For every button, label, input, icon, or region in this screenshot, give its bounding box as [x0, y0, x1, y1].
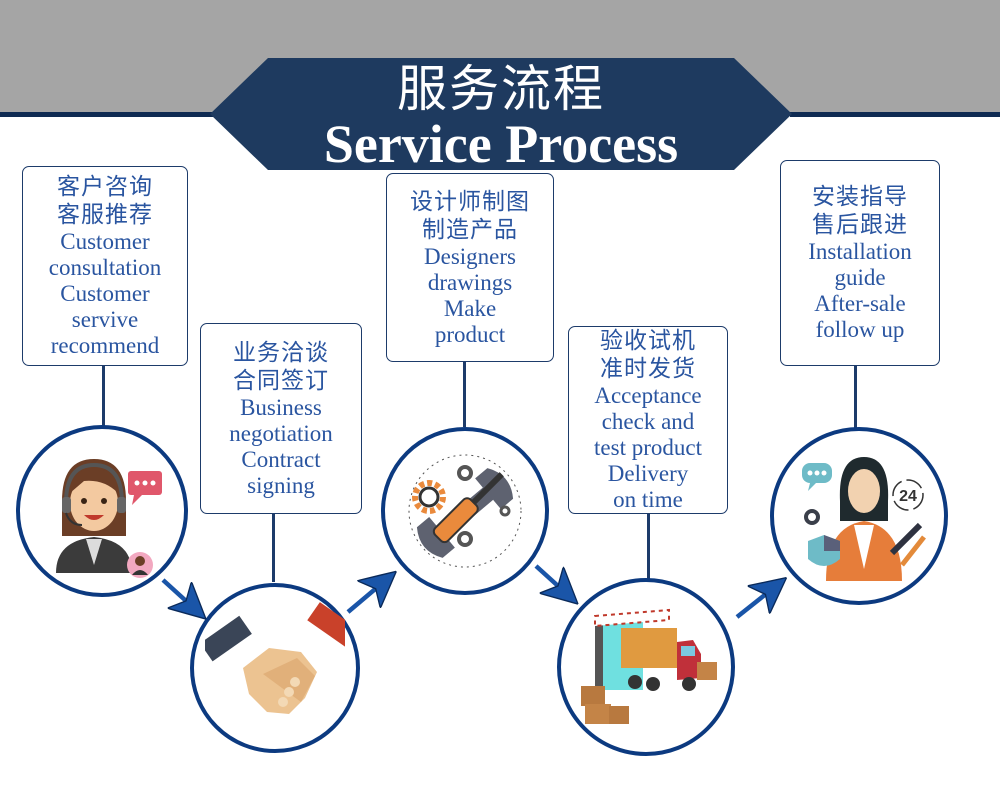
- step-3-label-box: 设计师制图 制造产品 Designers drawings Make produ…: [386, 173, 554, 362]
- title-chinese: 服务流程: [397, 60, 605, 118]
- delivery-truck-icon: [581, 608, 717, 724]
- step-4-connector: [647, 514, 650, 580]
- step-2-circle: [190, 583, 360, 753]
- step-4-cn-line-2: 准时发货: [600, 356, 696, 382]
- step-4-en-line-1: Acceptance: [594, 383, 702, 408]
- arrow-step4-to-step5: [735, 586, 776, 619]
- step-5-en-line-1: Installation: [808, 239, 912, 264]
- step-3-connector: [463, 362, 466, 427]
- step-4-label-box: 验收试机 准时发货 Acceptance check and test prod…: [568, 326, 728, 514]
- step-2-en-line-4: signing: [247, 472, 315, 498]
- wrench-screwdriver-gears-icon: [408, 454, 522, 568]
- step-3-en-line-1: Designers: [424, 243, 516, 269]
- step-2-en-line-1: Business: [240, 394, 322, 420]
- step-2-en-line-2: negotiation: [229, 420, 333, 446]
- step-1-en-line-2: consultation: [48, 255, 162, 280]
- badge-24-hours: 24: [899, 488, 917, 505]
- handshake-icon: [205, 602, 345, 714]
- step-1-cn-line-2: 客服推荐: [57, 202, 153, 228]
- step-2-label-box: 业务洽谈 合同签订 Business negotiation Contract …: [200, 323, 362, 514]
- step-3-en-line-4: product: [434, 321, 506, 347]
- step-2-connector: [272, 514, 275, 582]
- step-3-cn-line-2: 制造产品: [422, 216, 518, 243]
- arrow-step3-to-step4: [534, 564, 568, 595]
- step-3-en-line-2: drawings: [427, 269, 513, 295]
- step-5-connector: [854, 366, 857, 428]
- step-1-connector: [102, 366, 105, 428]
- step-3-cn-line-1: 设计师制图: [410, 188, 530, 215]
- title-english: Service Process: [323, 114, 679, 174]
- step-5-en-line-3: After-sale: [814, 291, 906, 316]
- step-2-cn-line-1: 业务洽谈: [233, 339, 329, 366]
- step-5-en-line-2: guide: [834, 265, 886, 290]
- step-4-en-line-3: test product: [594, 435, 702, 460]
- step-4-en-line-5: on time: [613, 487, 683, 512]
- step-5-cn-line-2: 售后跟进: [812, 212, 908, 238]
- title-banner: 服务流程 Service Process: [210, 58, 792, 174]
- step-4-en-line-4: Delivery: [607, 461, 689, 486]
- step-4-en-line-2: check and: [601, 409, 695, 434]
- step-1-en-line-5: recommend: [50, 333, 160, 358]
- step-1-en-line-4: servive: [71, 307, 139, 332]
- step-5-label-box: 安装指导 售后跟进 Installation guide After-sale …: [780, 160, 940, 366]
- step-4-circle: [557, 578, 735, 756]
- step-2-cn-line-2: 合同签订: [233, 367, 329, 394]
- step-3-circle: [381, 427, 549, 595]
- step-1-en-line-3: Customer: [60, 281, 150, 306]
- step-2-en-line-3: Contract: [241, 446, 321, 472]
- banner-hexagon-shape: [210, 58, 792, 170]
- step-5-en-line-4: follow up: [815, 317, 905, 342]
- after-sales-support-icon: 24: [802, 457, 926, 581]
- step-1-circle: [16, 425, 188, 597]
- step-1-label-box: 客户咨询 客服推荐 Customer consultation Customer…: [22, 166, 188, 366]
- step-5-cn-line-1: 安装指导: [812, 184, 908, 210]
- step-3-en-line-3: Make: [443, 295, 497, 321]
- step-5-circle: 24: [770, 427, 948, 605]
- header-accent-line-right: [790, 112, 1000, 117]
- customer-service-agent-icon: [56, 459, 162, 578]
- step-1-cn-line-1: 客户咨询: [57, 174, 153, 200]
- arrow-step2-to-step3: [346, 580, 386, 614]
- arrow-step1-to-step2: [161, 578, 196, 610]
- header-accent-line-left: [0, 112, 213, 117]
- step-4-cn-line-1: 验收试机: [600, 328, 696, 354]
- step-1-en-line-1: Customer: [60, 229, 150, 254]
